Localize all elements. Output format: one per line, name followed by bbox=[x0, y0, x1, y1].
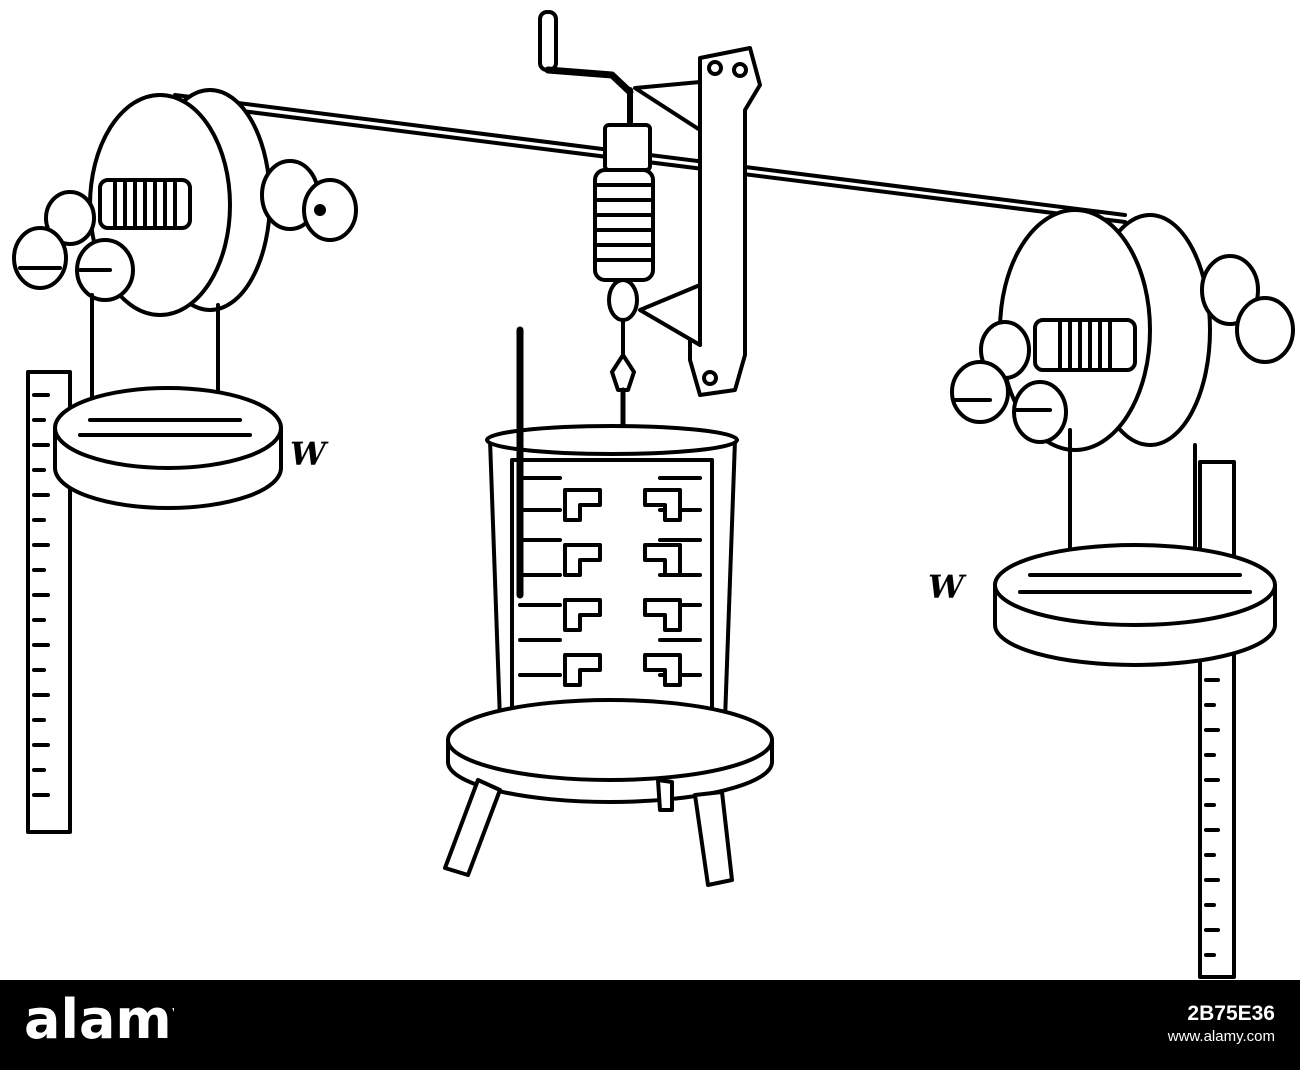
right-friction-wheels bbox=[950, 320, 1068, 444]
left-axle-spool bbox=[98, 178, 192, 230]
wall-bracket bbox=[633, 46, 762, 397]
image-id: 2B75E36 bbox=[1187, 1002, 1275, 1025]
crank-handle bbox=[538, 10, 634, 128]
right-weight-disc bbox=[993, 543, 1277, 667]
right-weight-label: W bbox=[928, 568, 967, 606]
left-weight-label: W bbox=[290, 435, 329, 473]
stool bbox=[443, 698, 774, 887]
left-friction-wheels bbox=[12, 190, 135, 302]
apparatus-illustration: W W bbox=[12, 10, 1295, 979]
coil-spool bbox=[593, 123, 655, 377]
paddle-vanes bbox=[563, 488, 682, 687]
calorimeter-vessel bbox=[485, 424, 739, 722]
right-scale-rule bbox=[1198, 460, 1236, 979]
svg-text:alamy: alamy bbox=[24, 994, 174, 1051]
stock-watermark-bar: alamy 2B75E36 www.alamy.com bbox=[0, 980, 1300, 1070]
site-url: www.alamy.com bbox=[1167, 1028, 1275, 1045]
left-weight-disc bbox=[53, 386, 283, 510]
right-axle-spool bbox=[1033, 318, 1137, 372]
alamy-logo: alamy bbox=[24, 994, 174, 1051]
